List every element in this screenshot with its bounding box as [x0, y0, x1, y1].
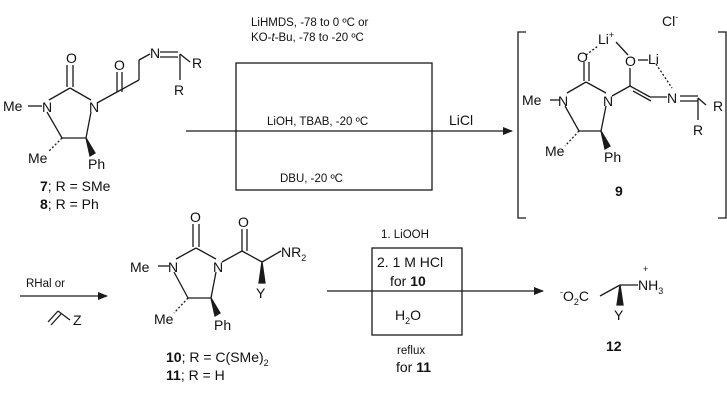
for-10-label: for 10: [390, 273, 426, 289]
me-n-label: Me: [130, 259, 150, 275]
cond1-line2: KO-t-Bu, -78 to -20 ºC: [251, 32, 364, 44]
o2-label: O: [114, 57, 125, 73]
compound-12-label: 12: [606, 338, 622, 354]
reagent-rhal: RHal or: [26, 278, 65, 290]
chloride-label: Cl-: [662, 12, 678, 29]
y-label: Y: [256, 285, 266, 301]
r1-label: R: [713, 98, 723, 114]
for-11-label: for 11: [396, 359, 431, 375]
reflux-label: reflux: [397, 345, 425, 357]
cond1-line1: LiHMDS, -78 to 0 ºC or: [251, 17, 368, 29]
top-conditions: LiHMDS, -78 to 0 ºC or KO-t-Bu, -78 to -…: [186, 17, 513, 191]
n2-label: N: [603, 93, 613, 109]
y-label: Y: [614, 307, 624, 323]
n1-label: N: [42, 99, 52, 115]
o1-label: O: [577, 49, 588, 65]
r1-label: R: [192, 55, 202, 71]
li1-label: Li+: [598, 30, 614, 47]
me-n-label: Me: [3, 98, 23, 114]
conditions-box: [235, 62, 433, 191]
ph-label: Ph: [88, 156, 105, 172]
ph-label: Ph: [214, 317, 231, 333]
n1-label: N: [558, 93, 568, 109]
n1-label: N: [168, 259, 178, 275]
li2-label: Li: [648, 51, 659, 67]
bottom-conditions: 1. LiOOH 2. 1 M HCl for 10 H2O reflux fo…: [327, 229, 544, 375]
compound-11-label: 11; R = H: [166, 367, 225, 383]
product-10-11: O O N N NR2 Y Me Me Ph 10; R = C(SMe)2 1…: [130, 209, 306, 383]
o2-label: O: [238, 214, 249, 230]
step1-label: 1. LiOOH: [381, 229, 429, 241]
n2-label: N: [89, 99, 99, 115]
r2-label: R: [693, 122, 703, 138]
me-c-label: Me: [154, 311, 174, 327]
starting-material-7-8: O O N N N R R Me Me Ph 7; R = SMe 8; R =…: [3, 45, 202, 212]
n3-label: N: [150, 45, 160, 61]
carboxylate-label: -O2C: [560, 287, 589, 307]
me-c-label: Me: [28, 150, 48, 166]
ammonium-label: NH3: [638, 277, 663, 296]
ph-label: Ph: [604, 149, 621, 165]
n2-label: N: [213, 259, 223, 275]
cond2: LiOH, TBAB, -20 ºC: [267, 116, 368, 128]
r2-label: R: [174, 82, 184, 98]
compound-7-label: 7; R = SMe: [40, 178, 111, 194]
intermediate-9: Cl- Li+ Li O O N N: [517, 12, 727, 219]
compound-8-label: 8; R = Ph: [40, 196, 99, 212]
me-c-label: Me: [545, 143, 565, 159]
bracket-left: [517, 31, 526, 219]
amino-acid-12: -O2C + NH3 Y 12: [560, 264, 663, 354]
compound-9-label: 9: [615, 183, 623, 199]
me-n-label: Me: [522, 92, 542, 108]
water-label: H2O: [395, 307, 421, 326]
o1-label: O: [190, 209, 201, 225]
cond3: DBU, -20 ºC: [280, 173, 343, 185]
compound-10-label: 10; R = C(SMe)2: [166, 349, 269, 368]
licl-label: LiCl: [449, 112, 473, 128]
reagent-z: Z: [73, 312, 82, 328]
n3-label: N: [667, 90, 677, 106]
nr2-label: NR2: [281, 244, 306, 263]
bracket-right: [718, 31, 727, 219]
ammonium-charge: +: [643, 264, 648, 274]
o1-label: O: [66, 50, 77, 66]
step2-label: 2. 1 M HCl: [377, 254, 443, 270]
o2-label: O: [625, 53, 636, 69]
bottom-reagents: RHal or Z: [20, 278, 108, 328]
